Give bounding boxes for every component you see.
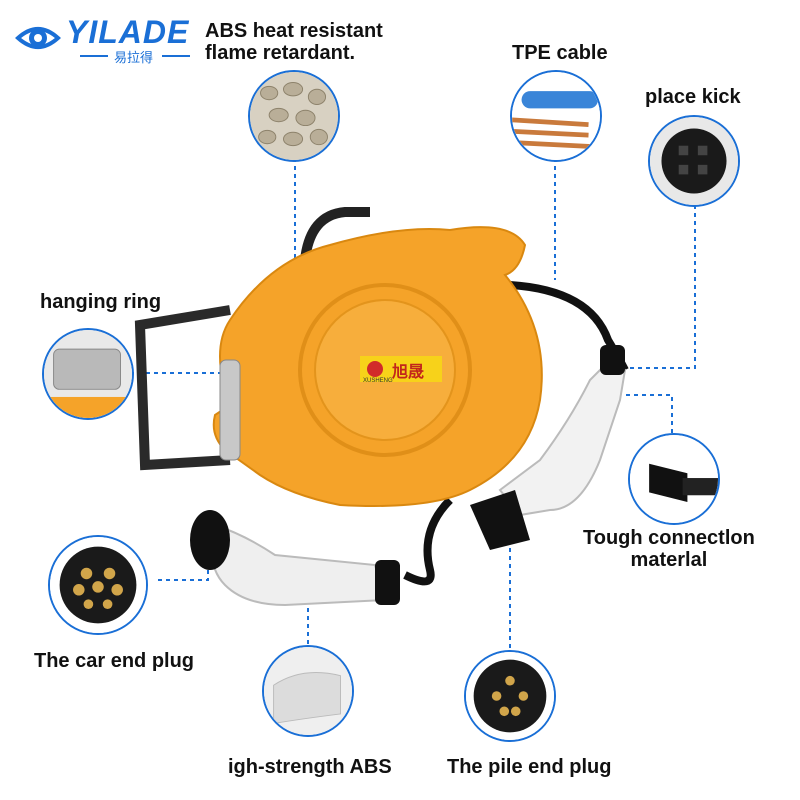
high-strength-abs-label: igh-strength ABS [228,756,392,778]
hanging-ring-circle [42,328,134,420]
cable-reel: 旭晟 XUSHENG [130,200,650,620]
car-end-connector [190,510,400,607]
reel-brand-label: 旭晟 [392,364,425,381]
connector-back-icon [650,117,738,205]
tpe-cable-label: TPE cable [512,42,608,64]
pile-end-connector [470,345,627,550]
brand-subtitle: 易拉得 [114,50,154,65]
abs-shell-icon [264,647,352,735]
eye-logo-icon [15,27,61,49]
pile-end-plug-circle [464,650,556,742]
abs-pellets-circle [248,70,340,162]
reel-badge: XUSHENG [363,378,393,384]
place-kick-label: place kick [645,86,741,108]
car-end-plug-label: The car end plug [34,650,195,672]
type2-socket-icon [50,537,146,633]
hanging-ring-label: hanging ring [40,291,162,313]
brand-name: YILADE [66,14,190,50]
tough-connection-circle [628,433,720,525]
pile-end-plug-label: The pile end plug [447,756,612,778]
tough-connection-label: Tough connectlon materlal [583,527,755,571]
brand-logo: YILADE 易拉得 [14,14,190,65]
ring-closeup-icon [44,330,132,418]
car-end-plug-circle [48,535,148,635]
cable-gland-icon [630,435,718,523]
pellets-icon [250,72,338,160]
high-strength-abs-circle [262,645,354,737]
pile-socket-icon [466,652,554,740]
cable-wires-icon [512,72,600,160]
tpe-cable-circle [510,70,602,162]
place-kick-circle [648,115,740,207]
abs-material-label: ABS heat resistant flame retardant. [205,20,383,64]
